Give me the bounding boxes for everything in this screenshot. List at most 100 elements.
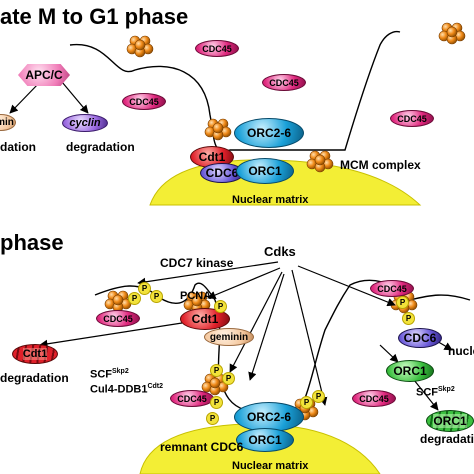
scf-superscript: Skp2 [112,368,129,375]
top-left-degradation: dation [0,140,36,154]
mcm-complex-top-center [204,118,232,141]
cul4-text: Cul4-DDB1 [90,383,148,396]
orc2-6-top: ORC2-6 [234,118,304,148]
scf-right-superscript: Skp2 [438,386,455,393]
phospho-label: P [225,374,232,383]
phospho-marker: P [128,292,141,305]
orc2-6-label: ORC2-6 [246,410,291,424]
orc1-label: ORC1 [248,164,282,178]
orc2-6-bottom: ORC2-6 [234,402,304,432]
arrow-cdks-to-pcna [207,267,281,299]
nuclear-matrix-label-top: Nuclear matrix [232,194,309,206]
geminin-label: geminin [209,331,249,343]
arrow-apcc-right [61,81,89,114]
orc1-right: ORC1 [386,360,434,382]
phospho-marker: P [396,296,409,309]
arrow-cdks-to-bottom [248,273,285,381]
cdt1-label: Cdt1 [191,312,219,326]
orc1-top: ORC1 [236,158,294,184]
cdc45-label: CDC45 [202,43,232,54]
geminin-protein: geminin [204,328,254,346]
phospho-marker: P [150,290,163,303]
cdt1-label: Cdt1 [198,150,226,164]
cdc45-label: CDC45 [397,113,427,124]
dna-strand-bottom [94,279,411,411]
scf-text: SCF [90,368,112,381]
cdc45-label: CDC45 [177,393,207,404]
orc2-6-label: ORC2-6 [246,126,291,140]
phospho-label: P [131,294,138,303]
arrow-cdks-to-orc [291,269,328,406]
cyclin-degradation: degradation [66,140,135,154]
mcm-complex-top-edge [438,22,466,45]
phospho-marker: P [206,412,219,425]
phospho-label: P [315,392,322,401]
cdc45-top-3: CDC45 [122,93,166,110]
arrow-cdks-to-right [297,265,396,307]
nuclear-matrix-label-bottom: Nuclear matrix [232,460,309,472]
cdc45-label: CDC45 [129,96,159,107]
cdc6-right: CDC6 [398,328,442,348]
cdt1-degraded-label: Cdt1 [22,348,48,360]
cdks-label: Cdks [264,244,296,259]
arrow-cdks-to-center [229,271,283,373]
cdc6-top: CDC6 [200,163,244,183]
phospho-marker: P [214,300,227,313]
cdc45-label: CDC45 [269,77,299,88]
mcm-complex-top-right [306,150,334,173]
mcm-complex-bottom-left [104,290,132,313]
cdc45-top-2: CDC45 [262,74,306,91]
scf-right-text: SCF [416,386,438,399]
apcc-complex: APC/C [18,64,70,86]
cul4-superscript: Cdt2 [147,383,164,390]
bottom-right-degradation: degradati [420,432,474,446]
cyclin-protein: cyclin [62,114,108,132]
bottom-left-degradation: degradation [0,371,69,385]
arrow-orc-to-orc1 [379,344,399,363]
mcm-complex-top-left [126,35,154,58]
cdt1-degraded: Cdt1 [12,344,58,364]
cdc6-right-label: CDC6 [403,331,437,345]
phospho-label: P [141,284,148,293]
dna-strand-bottom-right [409,294,471,301]
cyclin-label: cyclin [69,117,101,129]
phospho-marker: P [138,282,151,295]
phospho-marker: P [300,396,313,409]
phospho-label: P [303,398,310,407]
cdc45-bottom-1: CDC45 [96,310,140,327]
cdc45-bottom-3: CDC45 [170,390,214,407]
cdc6-label: CDC6 [205,166,239,180]
pcna-label: PCNA [180,290,212,302]
mcm-complex-label: MCM complex [340,158,421,172]
cdt1-bottom: Cdt1 [180,308,230,330]
remnant-cdc6-label: remnant CDC6 [160,440,244,454]
nucleus-label: nucle [448,344,474,358]
bottom-panel-title: phase [0,230,64,255]
arrow-cdks-to-cdc7 [137,261,279,287]
cdc45-label: CDC45 [359,393,389,404]
dna-strand-top [69,30,401,152]
phospho-label: P [213,366,220,375]
phospho-marker: P [222,372,235,385]
cdc45-label: CDC45 [103,313,133,324]
phospho-label: P [399,298,406,307]
apcc-label: APC/C [25,68,63,82]
orc1-right-label: ORC1 [393,364,427,378]
scf-right-label: SCFSkp2 [416,386,455,399]
geminin-partial-label: min [0,117,14,128]
phospho-label: P [209,414,216,423]
phospho-label: P [405,314,412,323]
cdc45-top-1: CDC45 [195,40,239,57]
phospho-marker: P [210,396,223,409]
phospho-label: P [153,292,160,301]
cdc45-bottom-4: CDC45 [352,390,396,407]
cdc45-bottom-2: CDC45 [370,280,414,297]
cdc7-kinase-label: CDC7 kinase [160,256,234,270]
orc1-degraded-label: ORC1 [433,414,467,428]
phospho-marker: P [402,312,415,325]
orc1-bottom: ORC1 [236,428,294,452]
phospho-marker: P [312,390,325,403]
top-panel-title: ate M to G1 phase [0,4,189,29]
orc1-degraded: ORC1 [426,410,474,432]
